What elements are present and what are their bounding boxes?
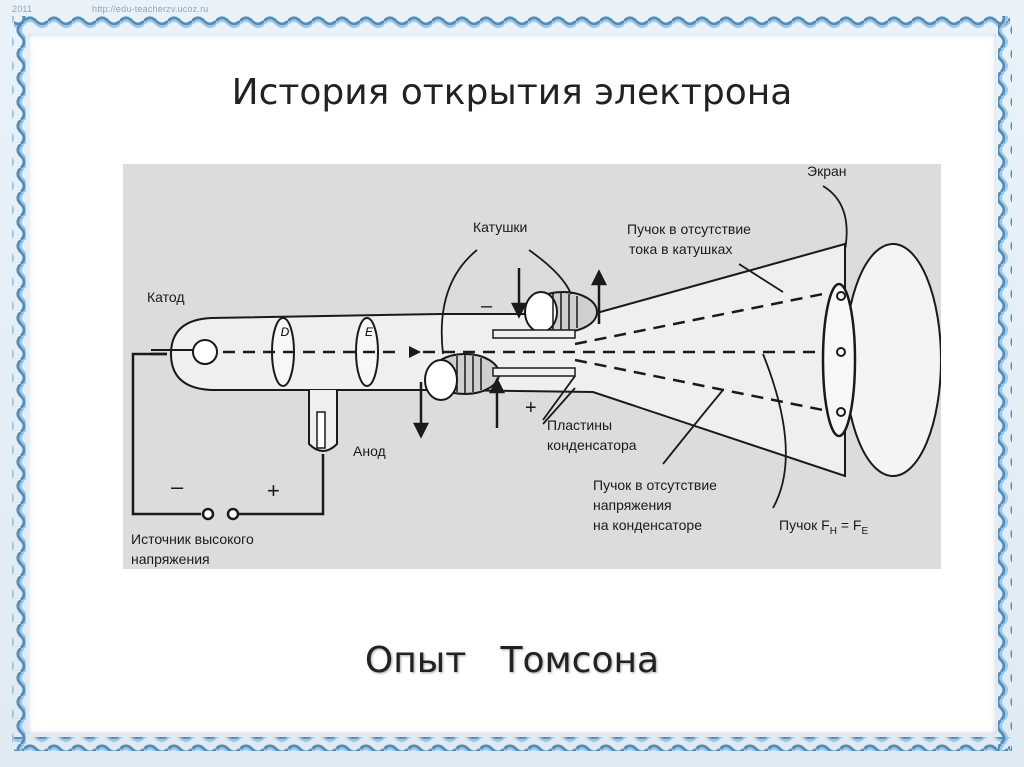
thomson-tube-diagram: D E bbox=[123, 163, 942, 569]
label-anode: Анод bbox=[353, 443, 386, 459]
field-arrows bbox=[412, 268, 608, 439]
label-coils: Катушки bbox=[473, 219, 527, 235]
cathode-ray-tube: D E bbox=[151, 242, 942, 478]
source-minus-sign: – bbox=[171, 474, 184, 499]
label-no-voltage-2: напряжения bbox=[593, 497, 672, 513]
label-source-2: напряжения bbox=[131, 551, 210, 567]
annotation-lines bbox=[440, 185, 848, 509]
watermark-year: 2011 bbox=[12, 4, 33, 14]
coil-minus-sign: – bbox=[481, 295, 493, 317]
label-plates-2: конденсатора bbox=[547, 437, 637, 453]
label-e: E bbox=[365, 325, 374, 339]
label-no-voltage-1: Пучок в отсутствие bbox=[593, 477, 717, 493]
coil-plus-sign: + bbox=[525, 397, 537, 419]
slide-title: История открытия электрона bbox=[231, 72, 793, 113]
label-plates-1: Пластины bbox=[547, 417, 612, 433]
capacitor-plate-bottom bbox=[492, 367, 576, 377]
label-source-1: Источник высокого bbox=[131, 531, 254, 547]
capacitor-plate-top bbox=[492, 329, 576, 339]
deflection-coils bbox=[424, 291, 598, 401]
electron-beams bbox=[223, 292, 824, 412]
label-no-current-2: тока в катушках bbox=[629, 241, 732, 257]
watermark-url: http://edu-teacherzv.ucoz.ru bbox=[92, 4, 209, 14]
label-d: D bbox=[281, 325, 290, 339]
label-screen: Экран bbox=[807, 164, 847, 179]
screen bbox=[821, 282, 857, 438]
slide-caption: Опыт Томсона bbox=[364, 640, 660, 681]
label-cathode: Катод bbox=[147, 289, 185, 305]
label-beam-fh-fe: Пучок FH = FE bbox=[779, 517, 868, 537]
cathode-electrode bbox=[192, 339, 218, 365]
source-plus-sign: + bbox=[267, 478, 280, 503]
label-no-voltage-3: на конденсаторе bbox=[593, 517, 702, 533]
circuit-wires bbox=[131, 352, 325, 521]
label-no-current-1: Пучок в отсутствие bbox=[627, 221, 751, 237]
